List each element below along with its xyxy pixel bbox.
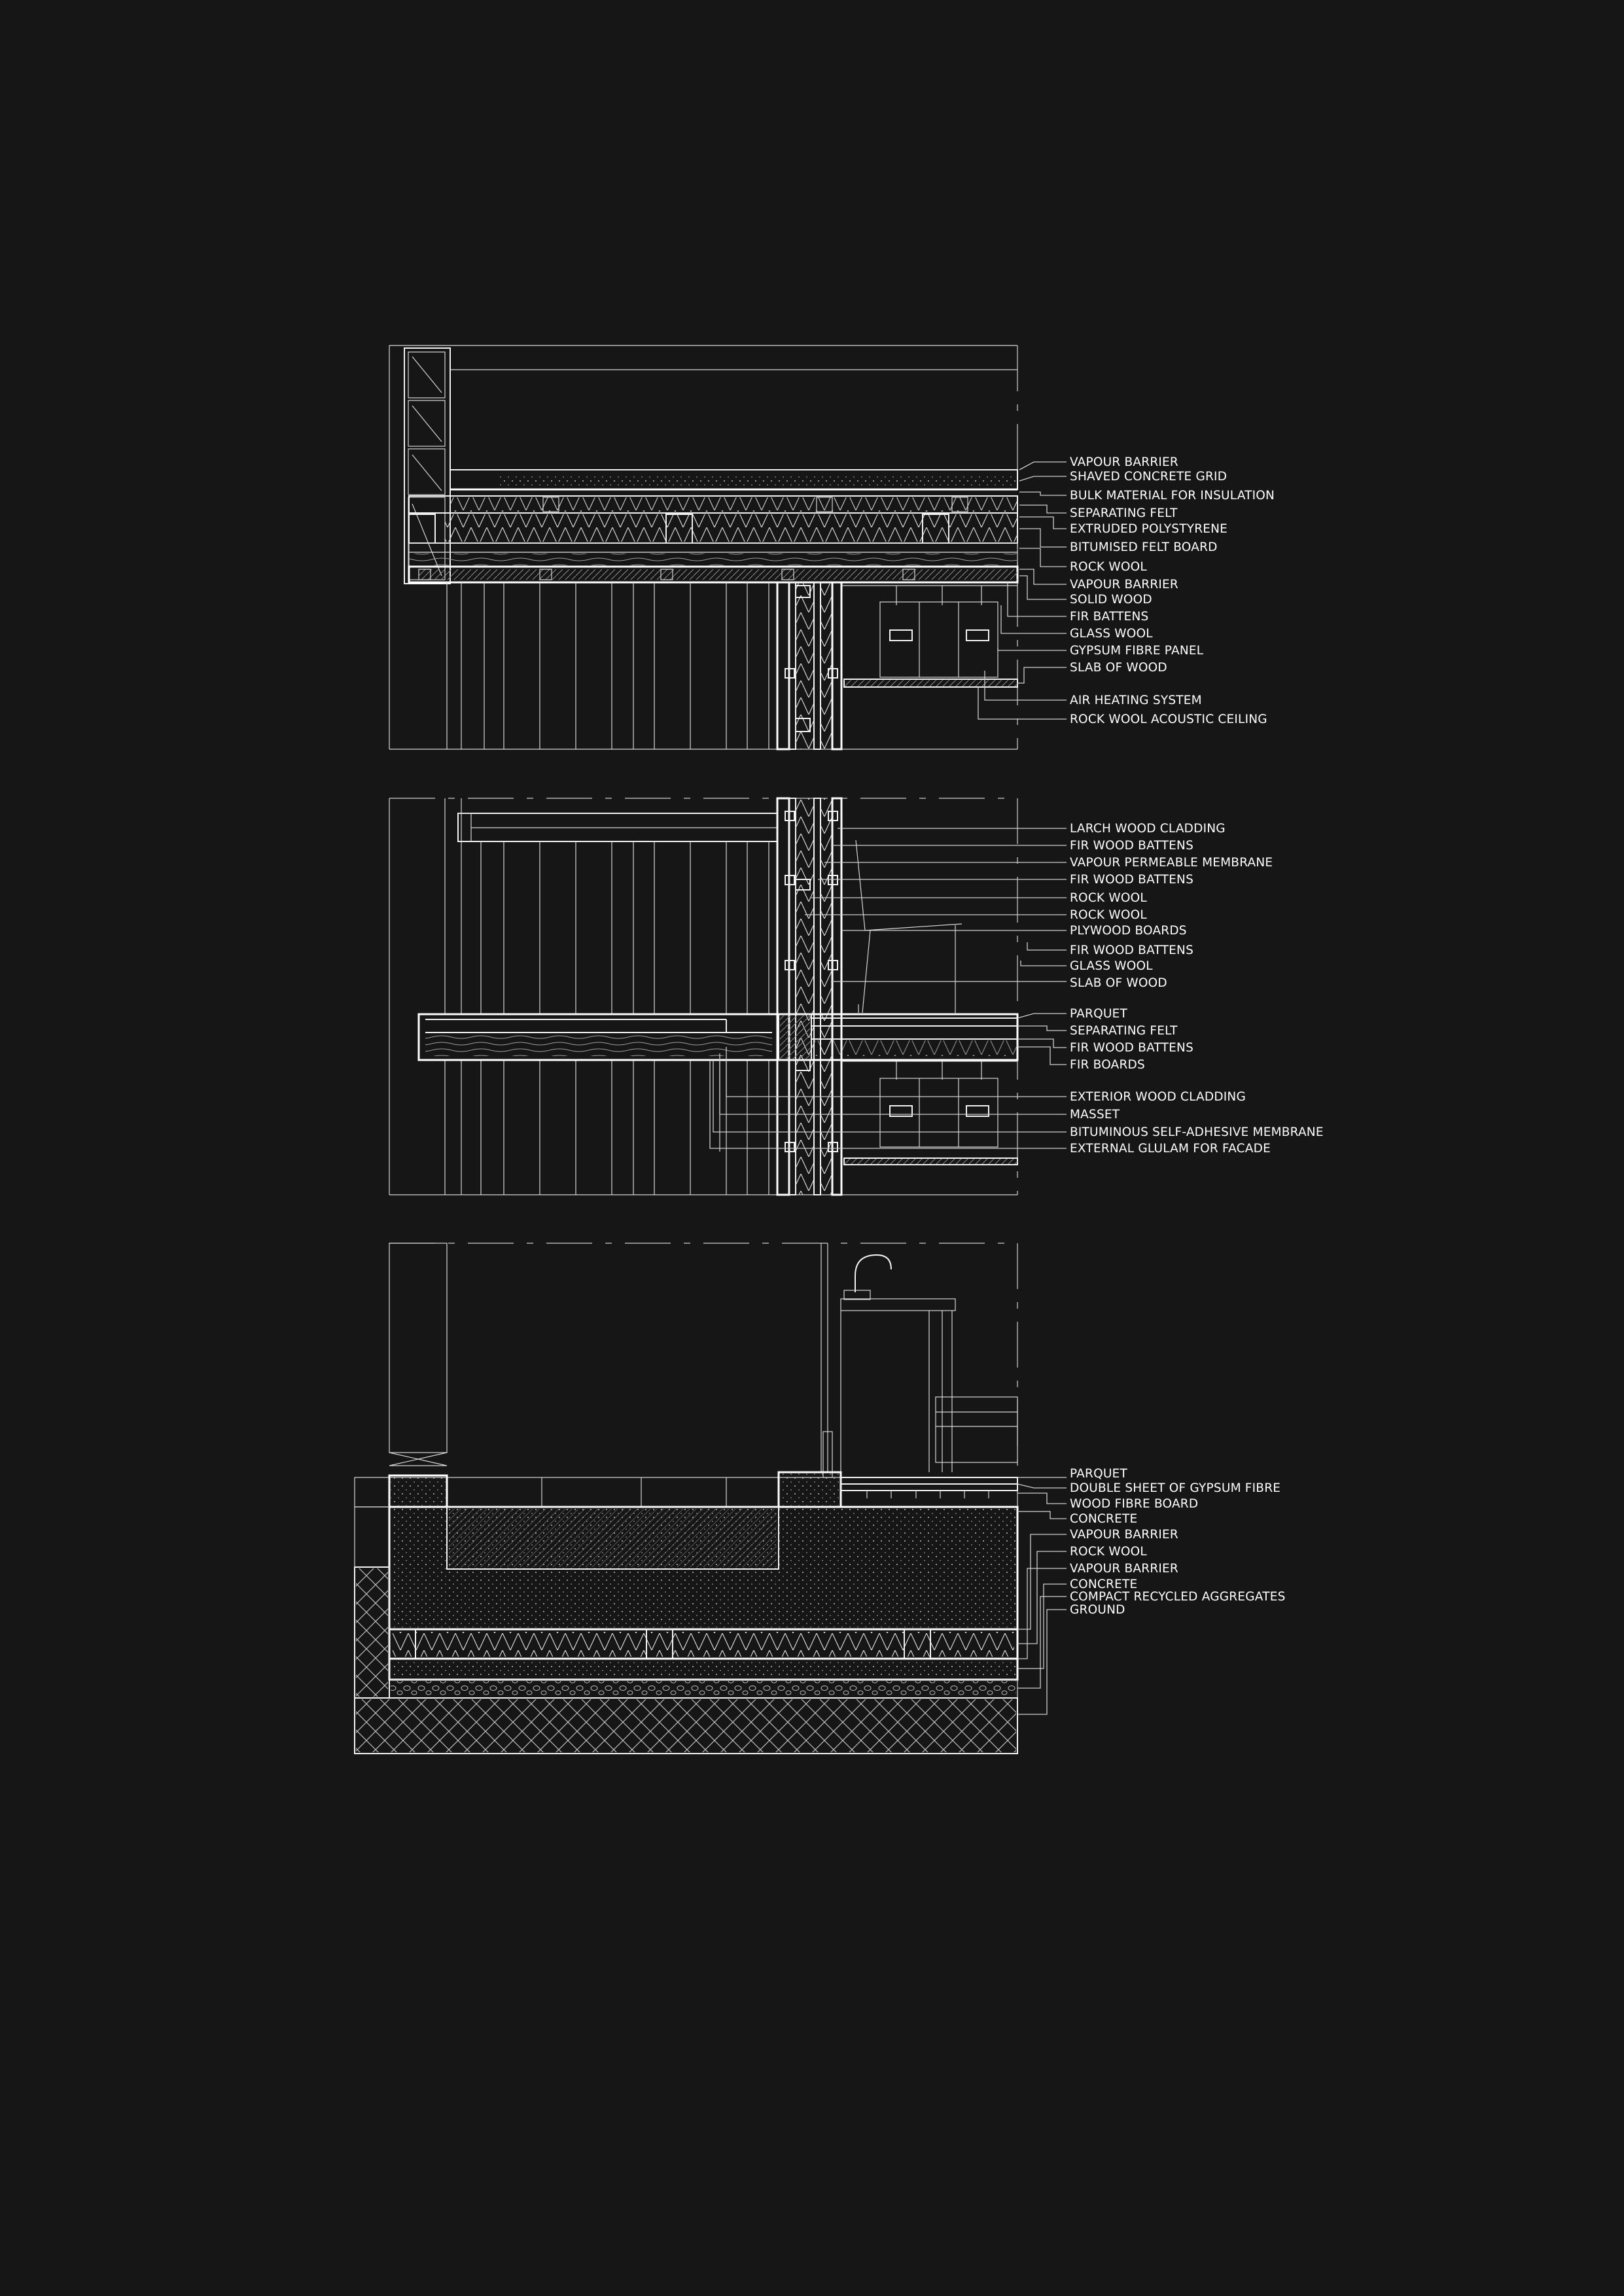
floor-leaders — [709, 828, 1067, 1149]
label-floor-9: GLASS WOOL — [1070, 959, 1153, 973]
label-roof-9: SOLID WOOD — [1070, 593, 1152, 607]
label-floor-1: LARCH WOOD CLADDING — [1070, 822, 1226, 836]
label-floor-18: EXTERNAL GLULAM FOR FACADE — [1070, 1142, 1271, 1156]
label-floor-17: BITUMINOUS SELF-ADHESIVE MEMBRANE — [1070, 1125, 1324, 1139]
label-foundation-3: WOOD FIBRE BOARD — [1070, 1497, 1198, 1511]
label-foundation-9: COMPACT RECYCLED AGGREGATES — [1070, 1590, 1286, 1604]
floor-labels: LARCH WOOD CLADDING FIR WOOD BATTENS VAP… — [1070, 822, 1324, 1156]
label-foundation-6: ROCK WOOL — [1070, 1545, 1147, 1559]
label-foundation-2: DOUBLE SHEET OF GYPSUM FIBRE — [1070, 1481, 1280, 1495]
label-floor-14: FIR BOARDS — [1070, 1058, 1145, 1072]
label-floor-7: PLYWOOD BOARDS — [1070, 924, 1187, 938]
label-roof-10: FIR BATTENS — [1070, 610, 1149, 624]
label-foundation-8: CONCRETE — [1070, 1578, 1137, 1591]
label-foundation-4: CONCRETE — [1070, 1512, 1137, 1526]
label-floor-11: PARQUET — [1070, 1007, 1127, 1021]
label-roof-1: VAPOUR BARRIER — [1070, 455, 1178, 469]
roof-detail — [389, 345, 1019, 751]
label-floor-2: FIR WOOD BATTENS — [1070, 839, 1193, 853]
label-floor-3: VAPOUR PERMEABLE MEMBRANE — [1070, 856, 1273, 870]
label-roof-15: ROCK WOOL ACOUSTIC CEILING — [1070, 713, 1267, 726]
roof-labels: VAPOUR BARRIER SHAVED CONCRETE GRID BULK… — [1070, 455, 1275, 726]
label-floor-16: MASSET — [1070, 1108, 1120, 1122]
label-foundation-7: VAPOUR BARRIER — [1070, 1562, 1178, 1576]
label-foundation-10: GROUND — [1070, 1603, 1125, 1617]
label-roof-2: SHAVED CONCRETE GRID — [1070, 470, 1227, 484]
label-roof-6: BITUMISED FELT BOARD — [1070, 540, 1218, 554]
label-roof-7: ROCK WOOL — [1070, 560, 1147, 574]
foundation-labels: PARQUET DOUBLE SHEET OF GYPSUM FIBRE WOO… — [1070, 1467, 1286, 1617]
label-roof-8: VAPOUR BARRIER — [1070, 578, 1178, 592]
label-roof-3: BULK MATERIAL FOR INSULATION — [1070, 489, 1275, 503]
foundation-leaders — [1017, 1477, 1067, 1715]
foundation-detail — [354, 1243, 1019, 1754]
label-roof-13: SLAB OF WOOD — [1070, 661, 1167, 675]
label-floor-8: FIR WOOD BATTENS — [1070, 944, 1193, 957]
floor-detail — [389, 797, 1019, 1196]
label-foundation-5: VAPOUR BARRIER — [1070, 1528, 1178, 1542]
label-floor-10: SLAB OF WOOD — [1070, 976, 1167, 990]
label-roof-14: AIR HEATING SYSTEM — [1070, 694, 1202, 707]
label-floor-5: ROCK WOOL — [1070, 891, 1147, 905]
label-floor-12: SEPARATING FELT — [1070, 1024, 1178, 1038]
label-roof-5: EXTRUDED POLYSTYRENE — [1070, 522, 1227, 536]
label-foundation-1: PARQUET — [1070, 1467, 1127, 1481]
label-roof-11: GLASS WOOL — [1070, 627, 1153, 641]
label-floor-4: FIR WOOD BATTENS — [1070, 873, 1193, 887]
label-floor-6: ROCK WOOL — [1070, 908, 1147, 922]
label-roof-12: GYPSUM FIBRE PANEL — [1070, 644, 1204, 658]
label-floor-13: FIR WOOD BATTENS — [1070, 1041, 1193, 1055]
roof-leaders — [978, 461, 1067, 720]
label-roof-4: SEPARATING FELT — [1070, 506, 1178, 520]
label-floor-15: EXTERIOR WOOD CLADDING — [1070, 1090, 1246, 1104]
